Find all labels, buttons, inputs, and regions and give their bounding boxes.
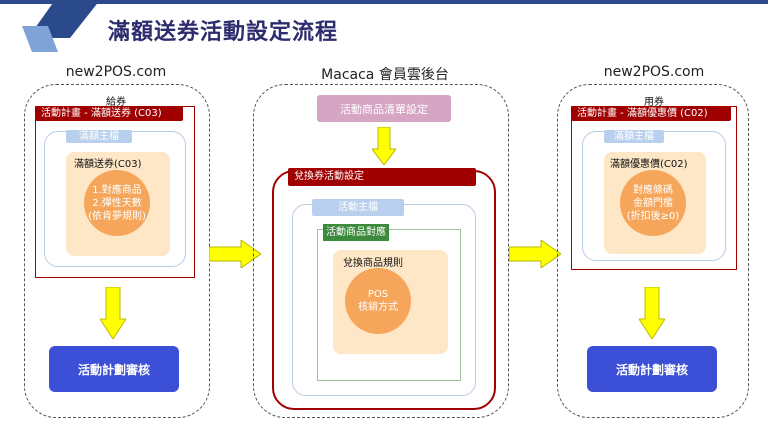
right-down-arrow [639,287,665,339]
left-system-label: new2POS.com [65,64,167,80]
middle-to-right-arrow [509,240,561,268]
exchange-settings-bar: 兌換券活動設定 [288,168,476,186]
page-title: 滿額送券活動設定流程 [108,20,339,45]
middle-master-tag: 活動主檔 [312,199,404,216]
left-review-button[interactable]: 活動計劃審核 [49,346,179,392]
product-list-button[interactable]: 活動商品清單設定 [317,95,451,122]
left-master-tag: 滿額主檔 [66,130,132,143]
corner-diamond-decoration [22,0,100,52]
pos-redeem-circle: POS 核銷方式 [345,268,411,334]
right-dashed-container [557,84,749,418]
right-review-button[interactable]: 活動計劃審核 [587,346,717,392]
top-accent-bar [0,0,768,4]
right-inner-title: 滿額優惠價(C02) [610,159,688,170]
left-plan-bar: 活動計畫 - 滿額送券 (C03) [35,106,183,121]
left-to-middle-arrow [209,240,261,268]
middle-down-arrow [372,127,396,165]
right-rule-circle: 對應條碼 金額門檻 (折扣後≥0) [620,170,686,236]
right-plan-bar: 活動計畫 - 滿額優惠價 (C02) [571,106,731,121]
right-master-tag: 滿額主檔 [604,130,664,143]
exchange-rule-title: 兌換商品規則 [343,258,403,269]
left-down-arrow [100,287,126,339]
left-inner-title: 滿額送券(C03) [74,159,142,170]
middle-system-label: Macaca 會員雲後台 [321,67,449,83]
product-mapping-bar: 活動商品對應 [323,224,389,241]
left-section-label: 給券 [106,97,126,108]
right-section-label: 用券 [644,97,664,108]
left-rule-circle: 1.對應商品 2.彈性天數 (依肯夢規則) [84,170,150,236]
right-system-label: new2POS.com [603,64,705,80]
